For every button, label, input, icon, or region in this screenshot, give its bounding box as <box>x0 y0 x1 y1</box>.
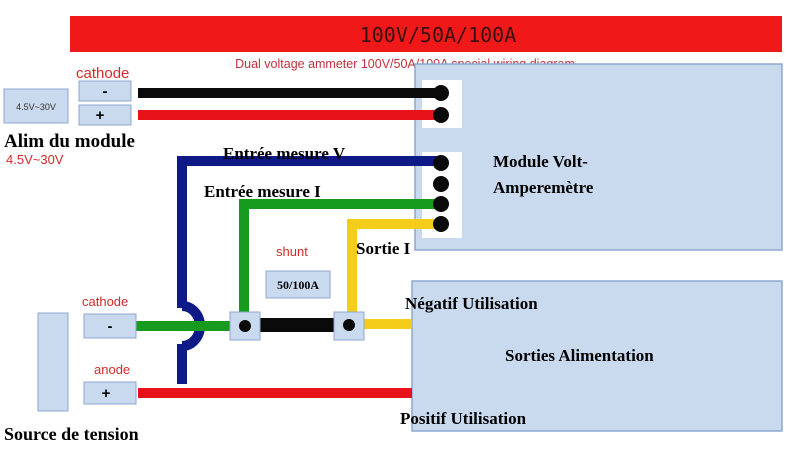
module-panel <box>414 63 783 251</box>
module-power-title: Alim du module <box>4 131 135 152</box>
source-body <box>37 312 69 412</box>
module-cathode-label: cathode <box>76 65 129 82</box>
terminal-screw <box>433 196 449 212</box>
label-negative-output: Négatif Utilisation <box>405 294 538 313</box>
module-range-label: 4.5V~30V <box>6 152 64 167</box>
banner-text: 100V/50A/100A <box>360 23 517 47</box>
source-cathode-label: cathode <box>82 294 128 309</box>
module-name-line1: Module Volt- <box>493 152 588 171</box>
source-anode-label: anode <box>94 362 130 377</box>
label-measure-v: Entrée mesure V <box>223 144 346 163</box>
output-panel <box>411 280 783 432</box>
module-plus-sign: + <box>96 107 105 124</box>
module-minus-sign: - <box>103 83 108 100</box>
shunt-value: 50/100A <box>277 278 319 292</box>
shunt-right-screw <box>343 319 355 331</box>
title-banner <box>70 16 782 52</box>
source-plus-terminal <box>83 381 137 405</box>
shunt-bar <box>250 318 346 332</box>
shunt-label: shunt <box>276 244 308 259</box>
module-plus-terminal <box>78 104 132 126</box>
terminal-screw <box>433 155 449 171</box>
module-name-line2: Amperemètre <box>493 178 594 197</box>
source-title: Source de tension <box>4 424 139 444</box>
label-outputs-title: Sorties Alimentation <box>505 346 654 365</box>
label-measure-i: Entrée mesure I <box>204 182 321 201</box>
source-minus-sign: - <box>108 318 113 335</box>
module-minus-terminal <box>78 80 132 102</box>
wire-green-measure-i <box>239 199 440 326</box>
shunt-value-box <box>265 270 331 299</box>
wire-yellow-output-i <box>347 219 440 329</box>
label-positive-output: Positif Utilisation <box>400 409 527 428</box>
shunt-left-terminal <box>229 311 261 341</box>
terminal-screw <box>433 85 449 101</box>
label-output-i: Sortie I <box>356 239 411 258</box>
range-box <box>3 88 69 124</box>
terminal-screw <box>433 107 449 123</box>
terminal-screw <box>433 216 449 232</box>
range-box-text: 4.5V~30V <box>16 102 56 112</box>
terminal-screw <box>433 176 449 192</box>
shunt-left-screw <box>239 320 251 332</box>
source-plus-sign: + <box>102 385 111 402</box>
source-minus-terminal <box>83 313 137 339</box>
